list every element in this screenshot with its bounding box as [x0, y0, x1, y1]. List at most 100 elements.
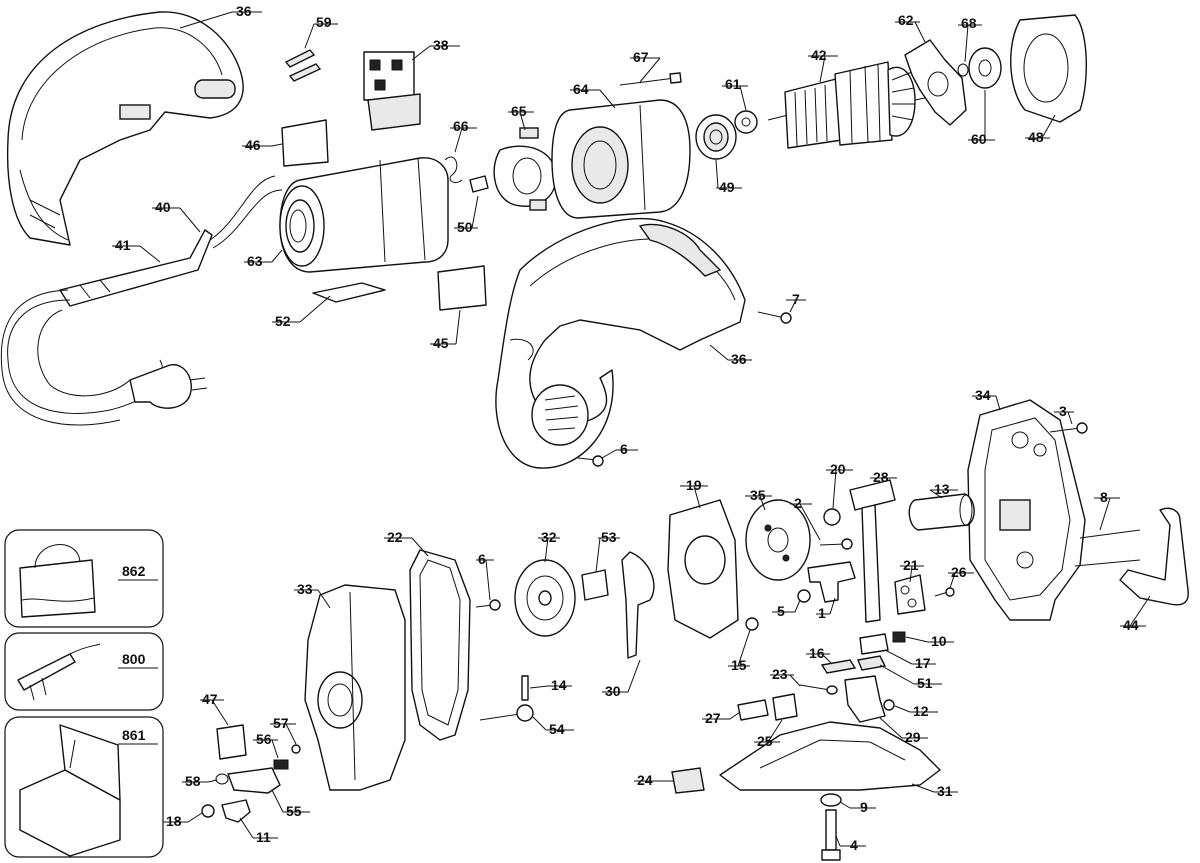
bearing-49 — [695, 114, 737, 160]
plate-27 — [737, 699, 769, 721]
block-17 — [859, 633, 889, 655]
callout-34: 34 — [975, 387, 991, 403]
gear-case-34 — [967, 399, 1086, 621]
pad-51 — [857, 655, 887, 671]
label-52 — [312, 282, 386, 303]
callout-38: 38 — [433, 37, 449, 53]
plate-11 — [221, 799, 251, 823]
callout-14: 14 — [551, 677, 567, 693]
washer-9 — [820, 793, 842, 807]
callout-27: 27 — [705, 710, 721, 726]
callout-4: 4 — [850, 837, 858, 853]
callout-36-handle: 36 — [731, 351, 747, 367]
callout-labels: 36 59 38 67 64 61 42 62 68 65 66 46 50 4… — [115, 3, 1139, 853]
leader-lines — [112, 11, 1151, 847]
callout-6-lower: 6 — [478, 551, 486, 567]
accessory-box-861 — [4, 716, 164, 858]
callout-55: 55 — [286, 803, 302, 819]
callout-32: 32 — [541, 529, 557, 545]
callout-53: 53 — [601, 529, 617, 545]
callout-36-top: 36 — [236, 3, 252, 19]
counterweight-35 — [745, 499, 811, 581]
callout-41: 41 — [115, 237, 131, 253]
callout-68: 68 — [961, 15, 977, 31]
brush-holder-50 — [469, 175, 489, 193]
callout-35: 35 — [750, 487, 766, 503]
callout-25: 25 — [757, 733, 773, 749]
fan-plate-48 — [1010, 14, 1087, 123]
screw-3 — [1049, 422, 1088, 434]
rods-8 — [1074, 529, 1141, 567]
callout-18: 18 — [166, 813, 182, 829]
callout-7: 7 — [792, 291, 800, 307]
knob-24 — [671, 767, 705, 794]
callout-63: 63 — [247, 253, 263, 269]
callout-17: 17 — [915, 655, 931, 671]
callout-52: 52 — [275, 313, 291, 329]
callout-861: 861 — [122, 727, 146, 743]
callout-60: 60 — [971, 131, 987, 147]
motor-housing — [279, 157, 449, 273]
gear-housing-33 — [304, 584, 406, 791]
callout-47: 47 — [202, 691, 218, 707]
brush-ring — [493, 127, 557, 211]
callout-33: 33 — [297, 581, 313, 597]
callout-64: 64 — [573, 81, 589, 97]
callout-49: 49 — [719, 179, 735, 195]
callout-62: 62 — [898, 12, 914, 28]
accessory-box-862 — [4, 529, 164, 628]
housing-half-left — [6, 11, 244, 246]
callout-40: 40 — [155, 199, 171, 215]
callout-44: 44 — [1123, 617, 1139, 633]
screw-54 — [479, 704, 534, 722]
bracket-29 — [844, 675, 886, 723]
callout-5: 5 — [777, 603, 785, 619]
callout-9: 9 — [860, 799, 868, 815]
callout-31: 31 — [937, 783, 953, 799]
callout-59: 59 — [316, 14, 332, 30]
plunger-28 — [849, 479, 896, 623]
callout-45: 45 — [433, 335, 449, 351]
callout-24: 24 — [637, 772, 653, 788]
accessory-box-800 — [4, 632, 164, 711]
hex-wrench-44 — [1119, 507, 1189, 606]
washer-18 — [201, 804, 215, 818]
screw-26 — [934, 587, 955, 597]
callout-862: 862 — [122, 563, 146, 579]
screw-5 — [797, 589, 811, 603]
callout-22: 22 — [387, 529, 403, 545]
gear-32 — [514, 559, 576, 637]
pad-16 — [820, 659, 857, 674]
callout-15: 15 — [731, 657, 747, 673]
callout-1: 1 — [818, 605, 826, 621]
pin-23 — [799, 684, 838, 695]
callout-13: 13 — [934, 481, 950, 497]
washer-60 — [968, 47, 1002, 89]
gasket-22 — [409, 549, 471, 741]
callout-29: 29 — [905, 729, 921, 745]
part-55 — [227, 767, 281, 794]
screw-2 — [819, 538, 853, 550]
label-45 — [437, 265, 487, 311]
ring-58 — [215, 773, 229, 785]
plate-25 — [772, 693, 798, 721]
screw-7 — [757, 311, 792, 324]
ball-57 — [291, 744, 301, 754]
callout-12: 12 — [913, 703, 929, 719]
bracket-1 — [807, 561, 856, 603]
power-cord — [0, 175, 283, 426]
nut-15 — [745, 617, 759, 631]
callout-58: 58 — [185, 773, 201, 789]
callout-51: 51 — [917, 675, 933, 691]
callout-54: 54 — [549, 721, 565, 737]
plate-19 — [667, 499, 739, 639]
ball-12 — [883, 699, 895, 711]
callout-21: 21 — [903, 557, 919, 573]
callout-2: 2 — [794, 495, 802, 511]
callout-30: 30 — [605, 683, 621, 699]
callout-8: 8 — [1100, 489, 1108, 505]
callout-20: 20 — [830, 461, 846, 477]
callout-61: 61 — [725, 76, 741, 92]
washer-61 — [734, 110, 758, 134]
bushing-53 — [581, 569, 609, 601]
